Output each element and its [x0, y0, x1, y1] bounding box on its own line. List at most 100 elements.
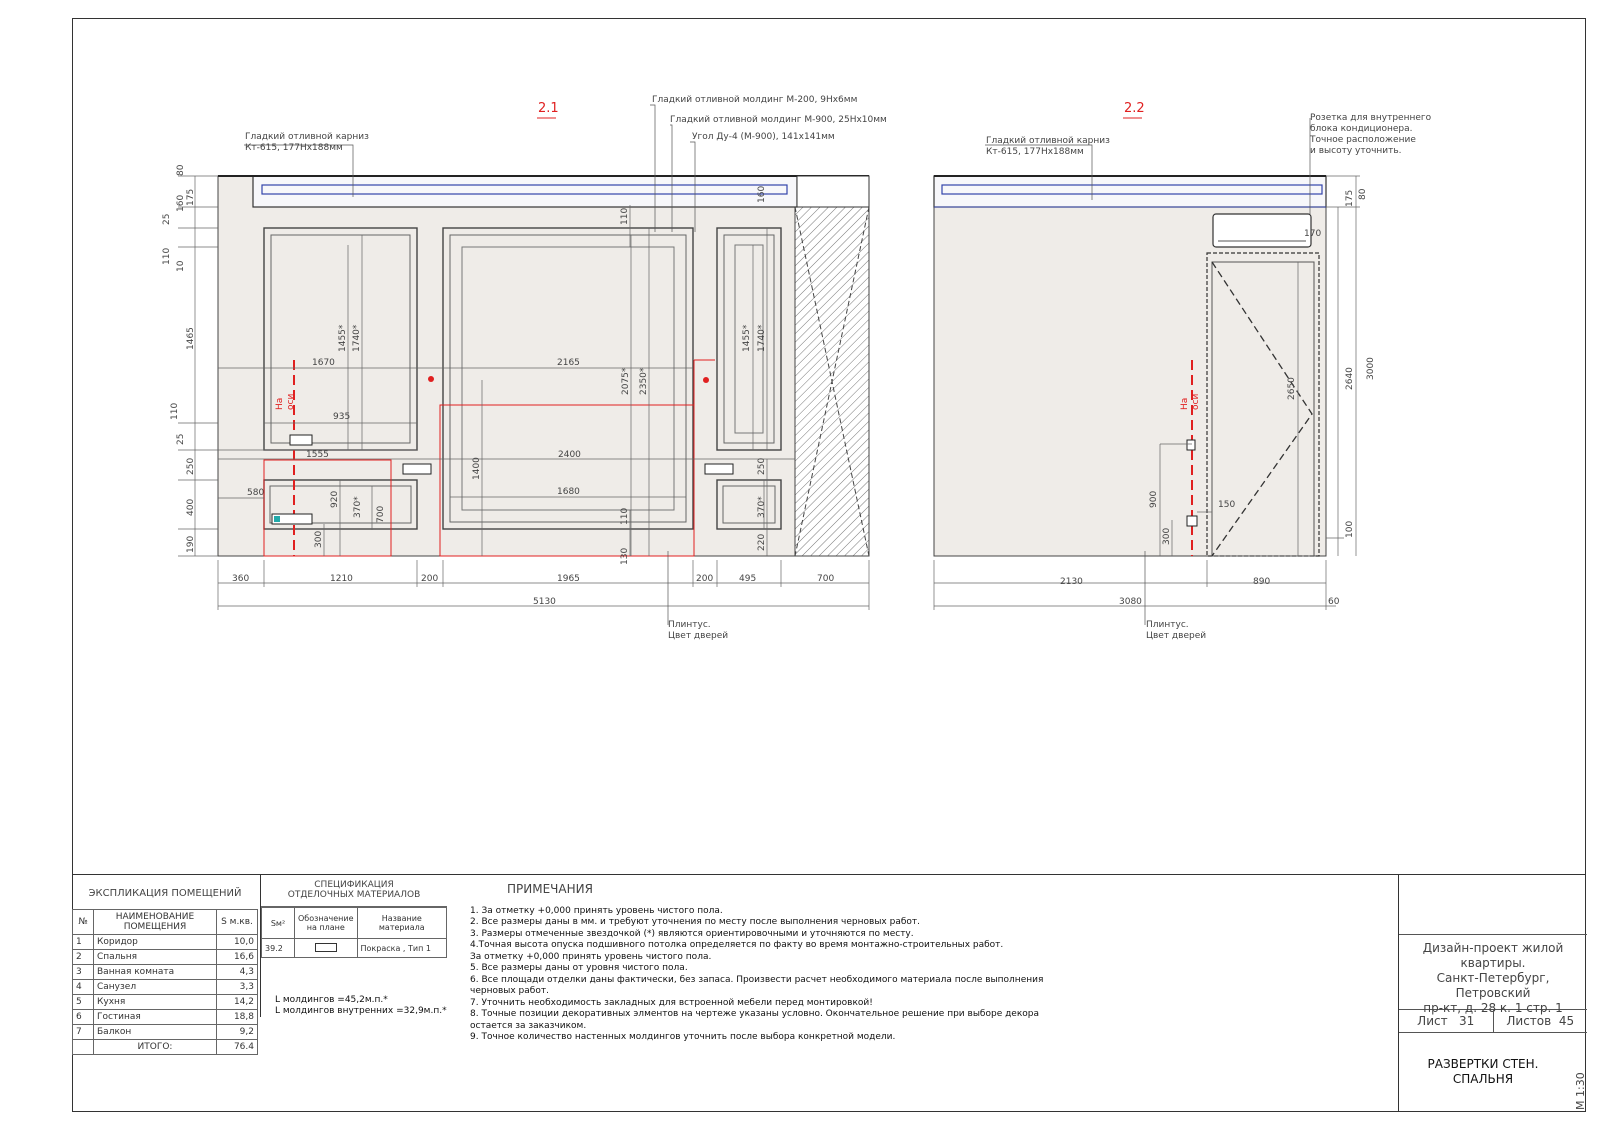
scale-label: М 1:30: [1574, 1072, 1587, 1110]
dim-v: 920: [330, 490, 340, 508]
notes-block: ПРИМЕЧАНИЯ 1. За отметку +0,000 принять …: [470, 880, 1043, 1044]
dim-v: 190: [186, 535, 196, 553]
paint-swatch: [314, 942, 337, 952]
dim-h: 1965: [557, 574, 580, 584]
note-line: 4.Точная высота опуска подшивного потолк…: [470, 940, 1004, 950]
col-header: S м.кв.: [216, 909, 258, 935]
title-block: Дизайн-проект жилой квартиры. Санкт-Пете…: [1398, 874, 1587, 1112]
dim-v: 1740*: [352, 324, 362, 352]
cell: Кухня: [93, 994, 217, 1010]
dim-v: 1400: [472, 457, 482, 480]
dim-v: 300: [314, 530, 324, 548]
dim-h: 1680: [557, 487, 580, 497]
dim-h: 580: [247, 488, 265, 498]
dim-v: 250: [186, 457, 196, 475]
total-value: 76.4: [216, 1039, 258, 1055]
cell: 7: [72, 1024, 94, 1040]
dim-h: 60: [1328, 597, 1340, 607]
cell: 2: [72, 949, 94, 965]
cell: 3: [72, 964, 94, 980]
note-line: 7. Уточнить необходимость закладных для …: [470, 997, 873, 1008]
dim-h: 890: [1253, 577, 1271, 587]
callout-corner-du4: Угол Ду-4 (М-900), 141х141мм: [692, 132, 835, 142]
wall-2-1: [217, 175, 796, 557]
dim-v: 400: [186, 498, 196, 516]
explication-block: ЭКСПЛИКАЦИЯ ПОМЕЩЕНИЙ № НАИМЕНОВАНИЕ ПОМ…: [72, 874, 258, 1055]
table-row: 39.2 Покраска , Тип 1: [261, 938, 448, 958]
note-line: 8. Точные позиции декоративных элментов …: [470, 1009, 1040, 1019]
dim-v: 130: [620, 547, 630, 565]
col-header: НАИМЕНОВАНИЕ ПОМЕЩЕНИЯ: [93, 909, 217, 935]
view-2-1-title: 2.1: [538, 101, 559, 116]
cell: 39.2: [261, 938, 295, 958]
dim-v: 1740*: [757, 324, 767, 352]
note-line: остается за заказчиком.: [470, 1020, 587, 1031]
dim-v: 160: [757, 185, 767, 203]
dim-h: 1670: [312, 358, 335, 368]
dim-h: 1210: [330, 574, 353, 584]
molding-total: L молдингов =45,2м.п.*: [275, 995, 388, 1005]
dim-v: 2350*: [639, 367, 649, 395]
spec-block: СПЕЦИФИКАЦИЯ ОТДЕЛОЧНЫХ МАТЕРИАЛОВ Sм² О…: [260, 874, 448, 1017]
cell: Гостиная: [93, 1009, 217, 1025]
dim-v: 700: [376, 505, 386, 523]
cell: Ванная комната: [93, 964, 217, 980]
info-block-top-line: [72, 874, 1586, 875]
cell: Балкон: [93, 1024, 217, 1040]
cell: 14,2: [216, 994, 258, 1010]
total-label: ИТОГО:: [93, 1039, 217, 1055]
ac-unit: [1212, 213, 1312, 248]
note-line: 5. Все размеры даны от уровня чистого по…: [470, 963, 688, 973]
note-line: 6. Все площади отделки даны фактически, …: [470, 974, 1044, 985]
dim-h: 1555: [306, 450, 329, 460]
col-header: Название материала: [356, 907, 448, 939]
cell: Спальня: [93, 949, 217, 965]
dim-v: 370*: [757, 496, 767, 518]
note-line: 9. Точное количество настенных молдингов…: [470, 1032, 896, 1042]
cell: [72, 1039, 94, 1055]
dim-v: 175: [1345, 189, 1355, 207]
axis-label-2-1: На оси: [275, 393, 296, 410]
dim-v: 1455*: [338, 324, 348, 352]
dim-v: 300: [1162, 527, 1172, 545]
dim-v: 2075*: [621, 367, 631, 395]
cell: Санузел: [93, 979, 217, 995]
dim-v: 900: [1149, 490, 1159, 508]
callout-molding-m200: Гладкий отливной молдинг М-200, 9Нх6мм: [652, 95, 858, 105]
dim-v: 1465: [186, 327, 196, 350]
callout-plinth-2-1: Плинтус. Цвет дверей: [668, 620, 729, 641]
cell: Коридор: [93, 934, 217, 950]
dim-v: 1455*: [742, 324, 752, 352]
axis-label-2-2: На оси: [1180, 393, 1201, 410]
dim-h: 200: [696, 574, 714, 584]
dim-h: 700: [817, 574, 835, 584]
dim-v: 370*: [353, 496, 363, 518]
project-line: Санкт-Петербург, Петровский: [1436, 971, 1550, 1000]
cell: 18,8: [216, 1009, 258, 1025]
dim-v: 160: [176, 194, 186, 212]
cell: 5: [72, 994, 94, 1010]
elevation-drawing: [178, 104, 1360, 625]
panel-center: [442, 227, 694, 530]
view-2-2-title: 2.2: [1124, 101, 1145, 116]
sheet-frame: [72, 18, 1586, 1112]
dim-v: 220: [757, 533, 767, 551]
dim-h: 2400: [558, 450, 581, 460]
callout-cornice-2-2: Гладкий отливной карниз Кт-615, 177Нх188…: [986, 136, 1110, 157]
table-row-total: ИТОГО:76.4: [72, 1039, 258, 1055]
dim-h: 200: [421, 574, 439, 584]
note-line: 3. Размеры отмеченные звездочкой (*) явл…: [470, 928, 914, 939]
explication-title: ЭКСПЛИКАЦИЯ ПОМЕЩЕНИЙ: [88, 888, 242, 899]
dim-h: 935: [333, 412, 351, 422]
moldings-length: L молдингов =45,2м.п.* L молдингов внутр…: [261, 958, 447, 1017]
dim-v: 2650: [1287, 377, 1297, 400]
project-line: Дизайн-проект жилой: [1422, 941, 1564, 955]
dim-v: 80: [1358, 188, 1368, 200]
